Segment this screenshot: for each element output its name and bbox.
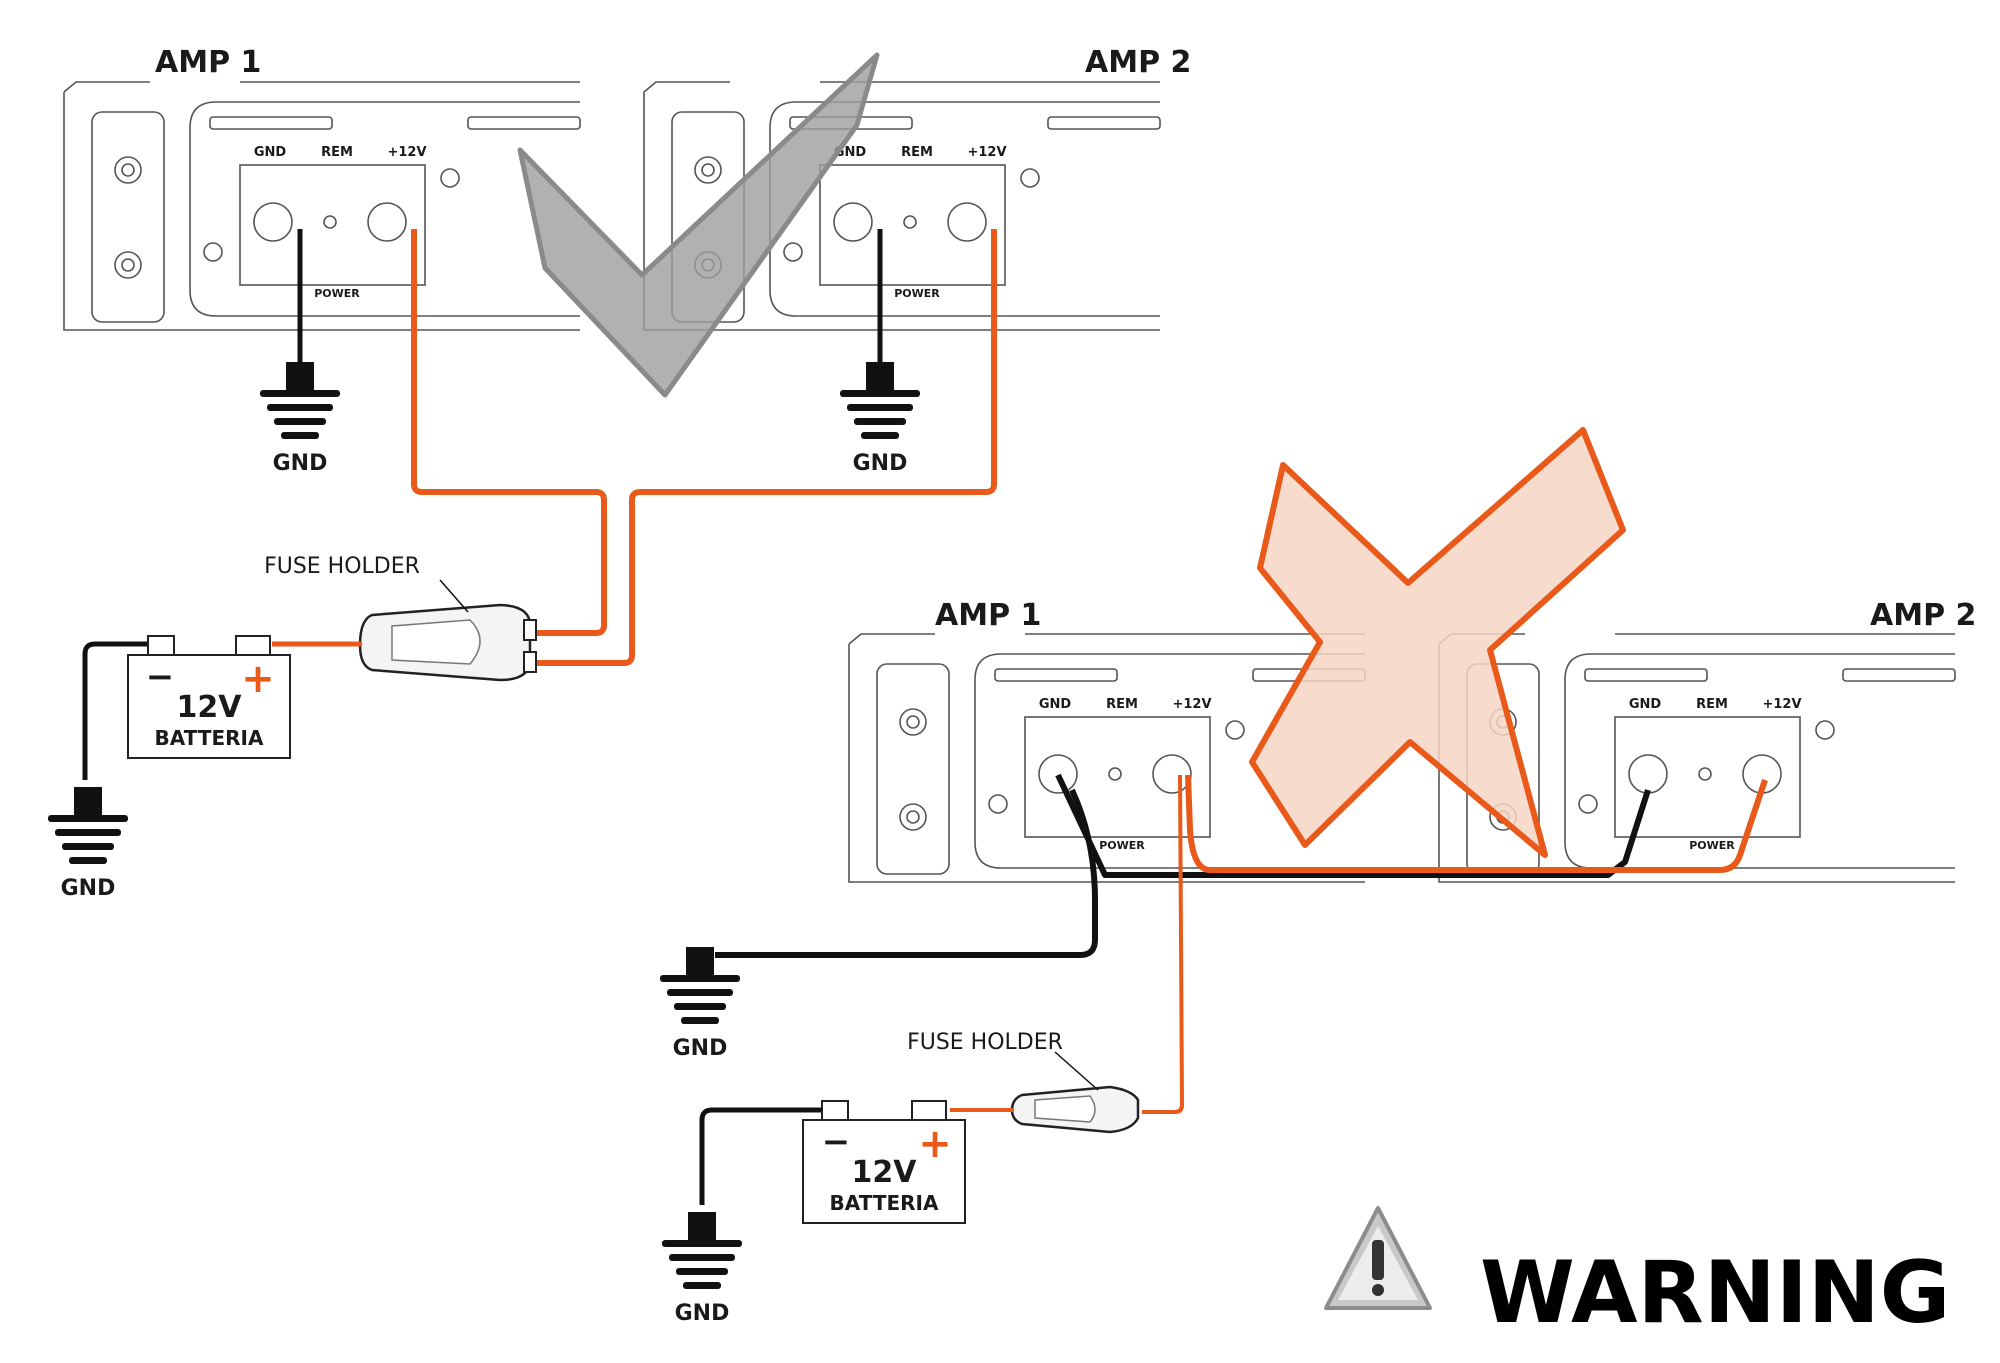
bottom-battery-ground-icon (662, 1212, 742, 1289)
top-ground-battery-label: GND (61, 876, 116, 901)
top-battery-name: BATTERIA (155, 726, 264, 750)
bottom-amp1-power-label: POWER (1099, 839, 1145, 852)
bottom-battery-ground-lead (699, 1107, 822, 1205)
bottom-amp1-title: AMP 1 (935, 598, 1041, 633)
bottom-amp1-ground-icon (660, 947, 740, 1024)
bottom-battery (802, 1100, 966, 1224)
bottom-amp2-power-label: POWER (1689, 839, 1735, 852)
warning-label: WARNING (1480, 1243, 1950, 1343)
bottom-positive-chain-wire (1185, 774, 1768, 873)
top-battery-minus: − (146, 657, 175, 697)
top-amp1-rem-label: REM (321, 145, 353, 160)
top-amp2-power-label: POWER (894, 287, 940, 300)
bottom-amp1-rem-label: REM (1106, 697, 1138, 712)
bottom-amp1-ground-wire (715, 788, 1098, 958)
bottom-fuse-pointer (1054, 1051, 1099, 1091)
top-battery-voltage: 12V (177, 690, 243, 725)
top-fuse-pointer (439, 579, 469, 613)
bottom-fuse-label: FUSE HOLDER (907, 1030, 1063, 1055)
bottom-amp2-title: AMP 2 (1870, 598, 1976, 633)
bottom-amp2-rem-label: REM (1696, 697, 1728, 712)
bottom-ground-battery-label: GND (675, 1301, 730, 1326)
top-amp1-positive-wire (411, 229, 607, 636)
top-amp1-gnd-label: GND (254, 145, 287, 160)
top-battery-ground-lead (82, 641, 148, 780)
top-amp2-rem-label: REM (901, 145, 933, 160)
top-fuse-holder (358, 603, 537, 682)
top-ground-b-label: GND (853, 451, 908, 476)
top-amp1-ground-icon (260, 362, 340, 439)
bottom-battery-plus: + (918, 1121, 952, 1167)
bottom-amp1-12v-label: +12V (1172, 697, 1211, 712)
bottom-amp2-12v-label: +12V (1762, 697, 1801, 712)
bottom-battery-minus: − (822, 1122, 851, 1162)
top-amp2-12v-label: +12V (967, 145, 1006, 160)
bottom-ground-a-label: GND (673, 1036, 728, 1061)
top-amp2-title: AMP 2 (1085, 45, 1191, 80)
top-amp1-power-label: POWER (314, 287, 360, 300)
bottom-battery-voltage: 12V (852, 1155, 918, 1190)
bottom-amp1-positive-wire (1142, 774, 1185, 1114)
bottom-amp2-gnd-label: GND (1629, 697, 1662, 712)
warning-triangle-icon (1324, 1206, 1432, 1310)
top-amp1-title: AMP 1 (155, 45, 261, 80)
bottom-fuse-holder (1010, 1085, 1140, 1134)
top-amp2-ground-icon (840, 362, 920, 439)
top-fuse-label: FUSE HOLDER (264, 554, 420, 579)
top-amp2-positive-wire (530, 229, 997, 666)
check-mark-icon (517, 52, 880, 398)
top-ground-a-label: GND (273, 451, 328, 476)
top-amp1-12v-label: +12V (387, 145, 426, 160)
top-battery (127, 635, 291, 759)
cross-icon (1249, 427, 1626, 858)
bottom-battery-name: BATTERIA (830, 1191, 939, 1215)
top-battery-plus: + (241, 656, 275, 702)
top-battery-ground-icon (48, 787, 128, 864)
bottom-amp1-gnd-label: GND (1039, 697, 1072, 712)
